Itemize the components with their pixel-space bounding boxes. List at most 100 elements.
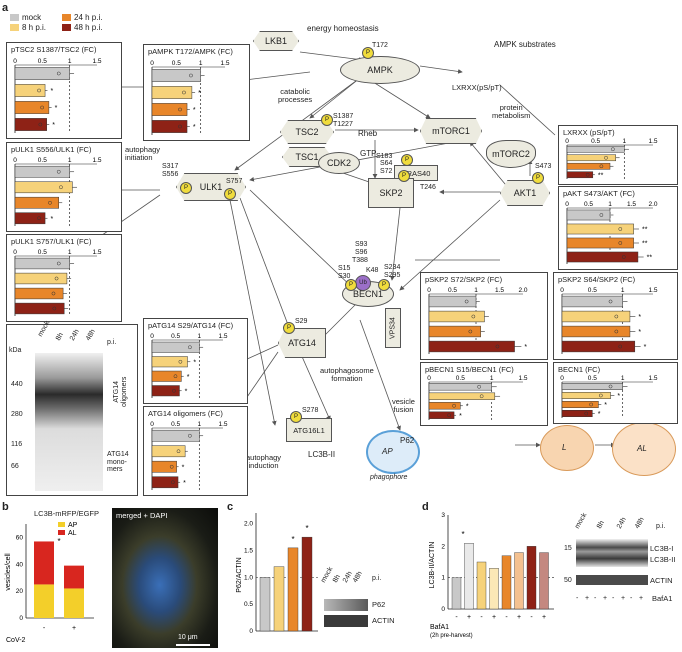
node-akt1: AKT1 (500, 180, 550, 206)
y-tick-label: 0 (441, 606, 445, 613)
significance-star: * (187, 374, 190, 381)
y-tick-label: 2 (441, 543, 445, 550)
bar-8h (273, 566, 285, 632)
bar-8h-bafa1-plus (489, 568, 499, 610)
y-axis-label: LC3B-II/ACTIN (429, 542, 436, 589)
blot-c-lane-24h: 24h (341, 570, 354, 584)
tick-label: 1.5 (220, 60, 229, 67)
node-skp2: SKP2 (368, 178, 414, 208)
blot-d-lane-48h: 48h (633, 516, 646, 530)
data-point (178, 124, 182, 129)
micro-scale: 10 μm (178, 634, 198, 641)
bar-8h (566, 223, 634, 235)
site-t172: T172 (372, 42, 388, 49)
bar-8h (14, 181, 73, 194)
y-tick-label: 3 (441, 512, 445, 519)
legend-48h: 48 h p.i. (74, 23, 103, 32)
site-s757: S757 (226, 178, 243, 185)
bar-24h-bafa1-minus (501, 555, 512, 610)
panel-title: pSKP2 S64/SKP2 (FC) (558, 275, 636, 284)
x-axis-label: BafA1 (430, 624, 449, 631)
bar-24h-bafa1-plus (514, 552, 524, 610)
autolysosome (612, 422, 676, 476)
tick-label: 1.5 (648, 138, 657, 145)
bar-24h (151, 370, 182, 382)
panel-title: pBECN1 S15/BECN1 (FC) (425, 365, 514, 374)
bar-24h (14, 196, 59, 209)
phospho-icon-atg16l1: P (290, 411, 302, 423)
site-s15: S15 (338, 265, 351, 272)
tick-label: 0.5 (172, 60, 181, 67)
tick-label: 0 (427, 375, 431, 382)
site-s183: S183 (376, 153, 393, 160)
tick-label: 0 (427, 287, 431, 294)
tick-label: 0 (150, 60, 154, 67)
tick-label: 1 (490, 375, 494, 382)
blot-kda: kDa (9, 347, 22, 354)
phospho-icon-becn1-b: P (378, 279, 390, 291)
label-protein-metabolism: protein metabolism (492, 103, 531, 121)
node-cdk2: CDK2 (318, 152, 360, 174)
bar-48h (428, 340, 515, 353)
data-point (172, 388, 176, 393)
data-point (477, 384, 481, 389)
data-point (614, 329, 619, 334)
label-energy-homeostasis: energy homeostasis (307, 24, 379, 33)
significance-star: * (50, 88, 53, 95)
site-s29: S29 (295, 318, 308, 325)
phospho-icon-ulk1-a: P (180, 182, 192, 194)
significance-star: ** (647, 255, 653, 262)
bar-48h (301, 536, 313, 632)
data-point (447, 413, 451, 418)
x-tick-label: + (492, 614, 496, 621)
data-point (599, 164, 604, 169)
tick-label: 0.5 (171, 333, 180, 340)
label-autophagy-induction: autophagy induction (246, 453, 282, 471)
blot-d-lane-mock: mock (573, 512, 589, 530)
bar-24h (14, 287, 64, 300)
bafa1-sign: - (630, 595, 633, 602)
blot-d-actin-band (576, 575, 648, 585)
significance-star: * (305, 524, 308, 533)
bafa1-sign: - (612, 595, 615, 602)
bar-mock (151, 429, 200, 442)
site-t388: T388 (352, 257, 368, 264)
panel-title: pAKT S473/AKT (FC) (563, 189, 635, 198)
tick-label: 2.0 (518, 287, 527, 294)
site-s278: S278 (302, 407, 319, 414)
data-point (608, 299, 613, 304)
y-tick-label: 2.0 (244, 521, 253, 528)
bar-mock (151, 69, 201, 82)
data-point (173, 374, 178, 379)
significance-star: * (182, 464, 185, 471)
scale-bar (176, 644, 210, 646)
blot-lane-24h: 24h (68, 328, 81, 342)
blot-c-pi: p.i. (372, 575, 382, 582)
bar-48h (151, 476, 179, 489)
data-point (189, 73, 193, 78)
blot-d-row-lc3b2: LC3B-II (650, 555, 676, 564)
tick-label: 1.5 (495, 287, 504, 294)
blot-d-marker-50: 50 (564, 577, 572, 584)
bar-48h (428, 411, 455, 419)
panel-title: pTSC2 S1387/TSC2 (FC) (11, 45, 97, 54)
bar-mock-bafa1-plus (464, 543, 474, 610)
x-tick-label: - (43, 625, 46, 632)
phospho-icon-atg14: P (283, 322, 295, 334)
data-point (618, 241, 623, 245)
data-point (40, 105, 44, 110)
panel-atg14-blot: kDa mock 8h 24h 48h p.i. 440 280 116 66 … (6, 320, 138, 496)
data-point (176, 449, 181, 454)
chart-b-title: LC3B-mRFP/EGFP (34, 509, 100, 518)
x-axis-label: (2h pre-harvest) (430, 633, 473, 639)
blot-marker-66: 66 (11, 463, 19, 470)
data-point (468, 329, 473, 334)
data-point (495, 344, 500, 349)
